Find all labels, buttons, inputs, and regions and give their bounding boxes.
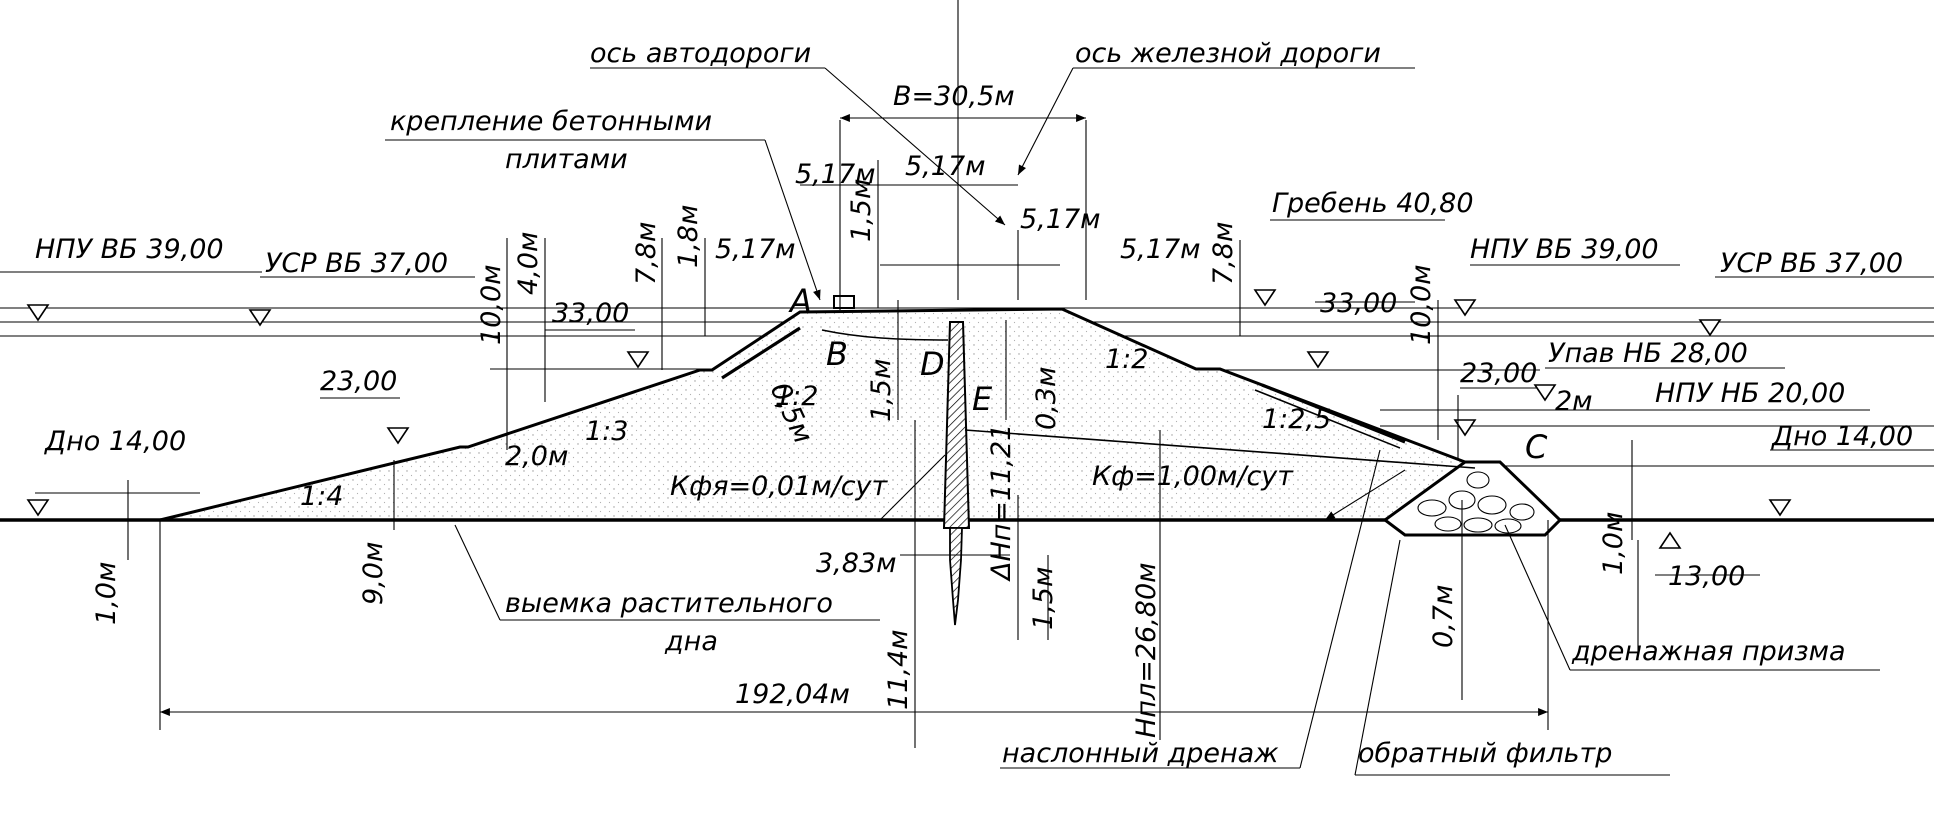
label-dim-2-0: 2,0м <box>505 441 568 472</box>
label-dim-1-8: 1,8м <box>673 205 704 268</box>
label-dim-10-0-right: 10,0м <box>1406 265 1437 346</box>
label-kfya: Кфя=0,01м/сут <box>670 471 889 502</box>
label-dim-0-3: 0,3м <box>1031 367 1062 430</box>
label-slope-1-3: 1:3 <box>585 416 628 447</box>
label-dim-2m: 2м <box>1555 386 1593 417</box>
label-el-33-left: 33,00 <box>552 298 629 329</box>
label-dim-11-4: 11,4м <box>883 630 914 711</box>
label-veg-removal-2: дна <box>664 626 718 657</box>
label-el-33-right: 33,00 <box>1320 288 1397 319</box>
label-dim-7-8-right: 7,8м <box>1208 222 1239 285</box>
label-dim-7-8-left: 7,8м <box>631 222 662 285</box>
label-dim-1-5-bottom: 1,5м <box>1028 567 1059 630</box>
label-reverse-filter: обратный фильтр <box>1358 738 1612 769</box>
label-concrete-lining-1: крепление бетонными <box>390 106 712 137</box>
dimension-lines <box>127 160 1639 740</box>
label-el-13: 13,00 <box>1668 561 1745 592</box>
label-dim-3-83: 3,83м <box>816 548 897 579</box>
label-kf: Кф=1,00м/сут <box>1092 461 1294 492</box>
cutoff-wall <box>949 527 963 626</box>
label-dim-10-0-left: 10,0м <box>476 265 507 346</box>
label-point-E: E <box>972 380 993 418</box>
label-el-23-left: 23,00 <box>320 366 397 397</box>
parapet-block <box>833 295 855 309</box>
label-dim-5-17-a: 5,17м <box>795 159 876 190</box>
upstream-concrete-lining <box>721 326 801 380</box>
drawing-text: ось автодороги ось железной дороги B=30,… <box>35 38 1913 769</box>
label-point-C: C <box>1525 428 1548 466</box>
label-npu-vb-right: НПУ ВБ 39,00 <box>1470 234 1659 265</box>
label-dim-5-17-b: 5,17м <box>905 151 986 182</box>
label-concrete-lining-2: плитами <box>505 144 628 175</box>
clay-core <box>942 321 971 529</box>
axis-lines <box>839 0 1087 748</box>
label-surface-drain: наслонный дренаж <box>1002 738 1279 769</box>
label-dim-4-0: 4,0м <box>513 232 544 295</box>
label-dim-1-5-core: 1,5м <box>866 359 897 422</box>
label-slope-1-4: 1:4 <box>300 481 343 512</box>
label-dim-0-7: 0,7м <box>1428 585 1459 648</box>
label-dh: ΔНп=11,21 <box>986 424 1017 582</box>
label-point-D: D <box>920 345 945 383</box>
label-drain-prism: дренажная призма <box>1571 636 1846 667</box>
drainage-prism <box>1382 460 1563 537</box>
label-slope-1-2-left: 1:2 <box>775 381 818 412</box>
label-dim-1-0-left: 1,0м <box>91 562 122 625</box>
label-slope-1-2-5: 1:2,5 <box>1262 404 1331 435</box>
surface-drain-strip <box>1261 383 1406 444</box>
label-dno-right: Дно 14,00 <box>1771 421 1913 452</box>
label-rail-axis: ось железной дороги <box>1075 38 1381 69</box>
leader-lines <box>0 67 1934 776</box>
label-usr-vb-right: УСР ВБ 37,00 <box>1720 248 1903 279</box>
label-point-A: A <box>788 282 812 320</box>
label-dim-1-0-right: 1,0м <box>1598 512 1629 575</box>
label-veg-removal-1: выемка растительного <box>505 588 833 619</box>
label-total-length: 192,04м <box>735 679 850 710</box>
seepage-curve <box>821 329 1476 469</box>
surface-drain-strip-inner <box>1254 389 1401 449</box>
label-dim-5-17-c: 5,17м <box>1020 204 1101 235</box>
label-slope-1-2-right: 1:2 <box>1105 344 1148 375</box>
level-markers <box>26 289 1792 549</box>
label-el-23-right: 23,00 <box>1460 358 1537 389</box>
label-crest: Гребень 40,80 <box>1272 188 1474 219</box>
label-point-B: B <box>826 335 848 373</box>
label-npu-vb-left: НПУ ВБ 39,00 <box>35 234 224 265</box>
label-npu-nb: НПУ НБ 20,00 <box>1655 378 1845 409</box>
label-crest-width: B=30,5м <box>893 81 1015 112</box>
label-dim-5-17-e: 5,17м <box>1120 234 1201 265</box>
label-hpl: Нпл=26,80м <box>1131 563 1162 739</box>
label-upav-nb: Упав НБ 28,00 <box>1548 338 1748 369</box>
label-dim-1-5-top: 1,5м <box>846 179 877 242</box>
label-road-axis: ось автодороги <box>590 38 811 69</box>
label-dim-5-17-d: 5,17м <box>715 234 796 265</box>
label-dno-left: Дно 14,00 <box>44 426 186 457</box>
label-dim-9-0: 9,0м <box>358 542 389 605</box>
label-usr-vb-left: УСР ВБ 37,00 <box>265 248 448 279</box>
